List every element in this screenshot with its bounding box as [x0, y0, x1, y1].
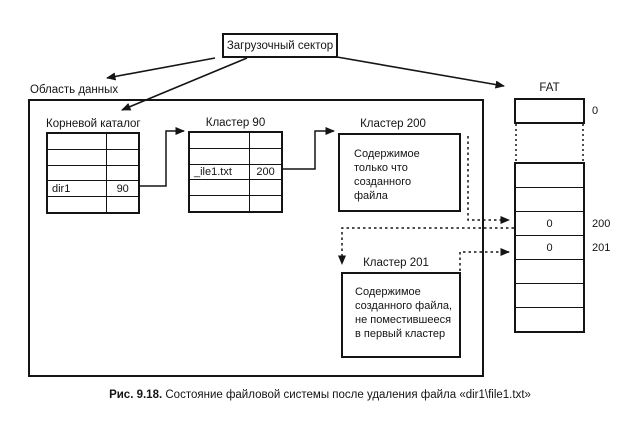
fat-cell-0: 0: [514, 98, 598, 124]
table-row: [190, 133, 281, 148]
cluster201-body-line: созданного файла,: [355, 300, 453, 312]
cluster200-body-line: файла: [354, 190, 388, 202]
table-row: [48, 164, 138, 181]
fat-index-label: 0: [592, 105, 599, 117]
root-directory-title: Корневой каталог: [46, 118, 141, 130]
figure-caption-text: Состояние файловой системы после удалени…: [165, 389, 531, 401]
table-row: [190, 147, 281, 164]
entry-cluster-cell: [250, 180, 281, 195]
fat-cell-value: 0: [546, 241, 553, 254]
entry-name-cell: _ile1.txt: [190, 164, 251, 180]
cluster201-body-line: Содержимое: [355, 286, 421, 298]
entry-cluster-cell: [107, 197, 138, 212]
entry-cluster-cell: [250, 196, 281, 211]
boot-sector-box: Загрузочный сектор: [222, 33, 338, 58]
fat-row: [516, 283, 583, 307]
table-row: [190, 179, 281, 196]
entry-cluster-cell: [107, 166, 138, 181]
cluster200-body-line: только что: [354, 162, 408, 174]
cluster200-body-line: созданного: [354, 176, 412, 188]
entry-cluster-cell: [107, 134, 138, 149]
fat-row: [516, 187, 583, 211]
fat-row: [516, 307, 583, 331]
fat-index-label: 200: [592, 217, 611, 230]
entry-name-cell: dir1: [48, 181, 108, 197]
table-row: [48, 196, 138, 212]
entry-cluster-cell: [250, 149, 281, 164]
root-directory-table: dir1 90: [46, 132, 140, 214]
boot-sector-label: Загрузочный сектор: [226, 39, 334, 52]
cluster90-title: Кластер 90: [205, 117, 266, 129]
cluster201-title: Кластер 201: [363, 257, 429, 269]
entry-name-cell: [190, 148, 251, 164]
cluster201-body-line: в первый кластер: [355, 328, 446, 340]
table-row: _ile1.txt 200: [190, 163, 281, 180]
entry-cluster-cell: 200: [256, 165, 275, 178]
cluster200-title: Кластер 200: [360, 118, 426, 130]
fat-table: 0 200 0 201: [514, 162, 610, 333]
fat-row: [516, 259, 583, 283]
table-row: [48, 148, 138, 165]
figure-number: Рис. 9.18.: [109, 389, 163, 401]
entry-name-cell: [190, 133, 251, 148]
entry-name-cell: [190, 196, 251, 211]
table-row: [190, 195, 281, 211]
fat-index-label: 201: [592, 241, 611, 254]
entry-name-cell: [48, 165, 108, 181]
cluster200-body-line: Содержимое: [354, 148, 420, 160]
entry-name-cell: [48, 149, 108, 165]
entry-name-cell: [48, 134, 108, 149]
fat-row-201: 0 201: [516, 235, 610, 259]
cluster200-box: Содержимое только что созданного файла: [338, 133, 461, 212]
entry-cluster-cell: [250, 133, 281, 148]
entry-cluster-cell: [107, 150, 138, 165]
data-area-label: Область данных: [30, 84, 119, 96]
cluster201-box: Содержимое созданного файла, не поместив…: [341, 272, 461, 358]
entry-name-cell: [190, 180, 251, 196]
table-row: dir1 90: [48, 180, 138, 197]
table-row: [48, 134, 138, 149]
entry-cluster-cell: 90: [116, 182, 129, 195]
entry-name-cell: [48, 197, 108, 212]
figure-caption: Рис. 9.18. Состояние файловой системы по…: [0, 389, 640, 401]
fat-cell-value: 0: [546, 217, 553, 230]
cluster201-body-line: не поместившееся: [355, 314, 452, 326]
arrow-boot-to-fat-icon: [336, 56, 505, 89]
cluster90-table: _ile1.txt 200: [188, 131, 283, 213]
arrow-boot-to-dataarea-icon: [106, 57, 216, 81]
fat-title: FAT: [539, 82, 560, 94]
fat-row: [516, 164, 583, 187]
fat-row-200: 0 200: [516, 211, 610, 235]
